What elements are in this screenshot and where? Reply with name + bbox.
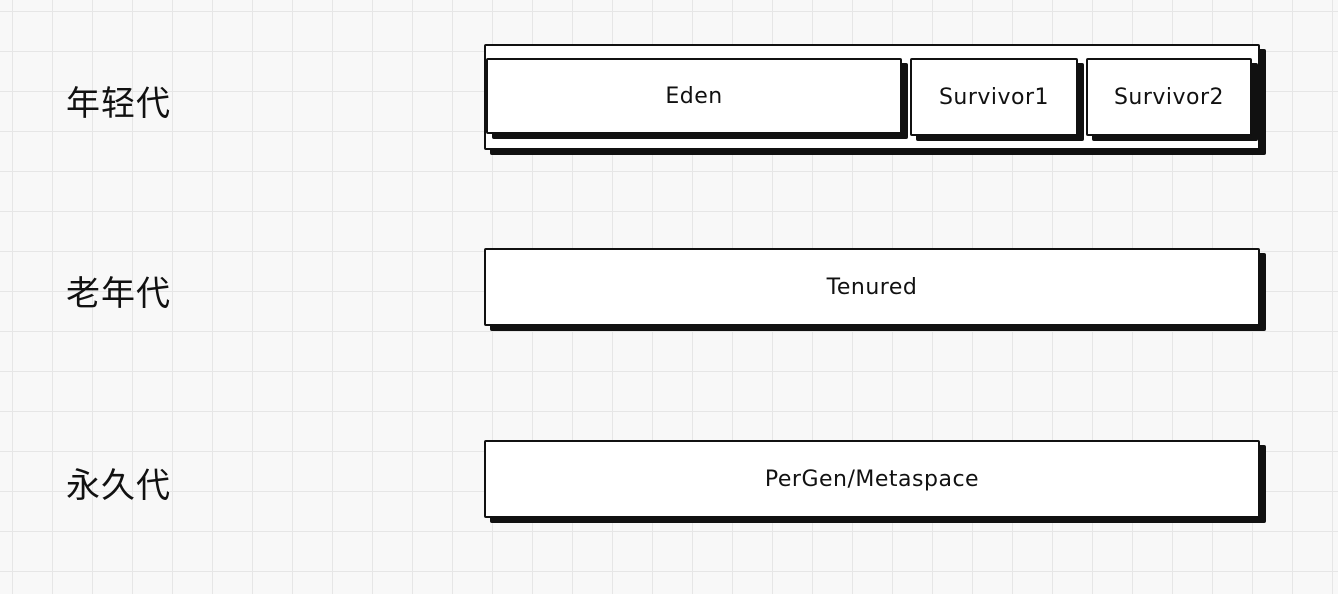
tenured-box: Tenured — [484, 248, 1260, 326]
survivor2-box: Survivor2 — [1086, 58, 1252, 136]
metaspace-label: PerGen/Metaspace — [764, 466, 980, 492]
eden-box: Eden — [486, 58, 902, 134]
metaspace-box: PerGen/Metaspace — [484, 440, 1260, 518]
survivor1-box: Survivor1 — [910, 58, 1078, 136]
survivor2-label: Survivor2 — [1113, 84, 1225, 110]
permanent-generation-label: 永久代 — [66, 466, 171, 506]
young-generation-label: 年轻代 — [66, 84, 171, 124]
survivor1-label: Survivor1 — [938, 84, 1050, 110]
old-generation-label: 老年代 — [66, 274, 171, 314]
eden-label: Eden — [665, 83, 723, 109]
tenured-label: Tenured — [826, 274, 918, 300]
